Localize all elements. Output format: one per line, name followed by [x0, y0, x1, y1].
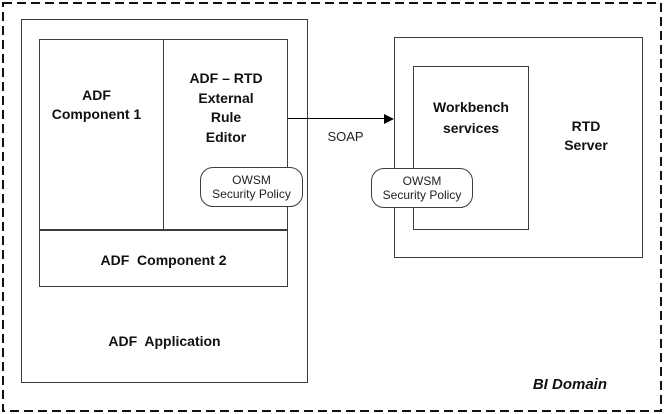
adf-component1-label: ADF Component 1 — [51, 87, 142, 122]
owsm-policy-right-box: OWSM Security Policy — [371, 168, 473, 208]
rtd-server-label: RTD Server — [564, 118, 608, 153]
rule-editor-label: ADF – RTD External Rule Editor — [189, 70, 263, 145]
adf-component2-label: ADF Component 2 — [100, 252, 227, 268]
adf-application-label: ADF Application — [108, 333, 221, 349]
adf-component2-box — [39, 230, 288, 287]
owsm-policy-left-label: OWSM Security Policy — [212, 172, 291, 202]
component-divider-line — [163, 39, 164, 230]
bi-domain-label: BI Domain — [532, 376, 607, 393]
soap-label: SOAP — [327, 129, 364, 144]
soap-arrow-line — [288, 118, 386, 119]
owsm-policy-left-box: OWSM Security Policy — [200, 167, 303, 207]
owsm-policy-right-label: OWSM Security Policy — [382, 173, 462, 203]
workbench-services-label: Workbench services — [433, 99, 509, 136]
soap-arrowhead-icon — [384, 114, 394, 124]
